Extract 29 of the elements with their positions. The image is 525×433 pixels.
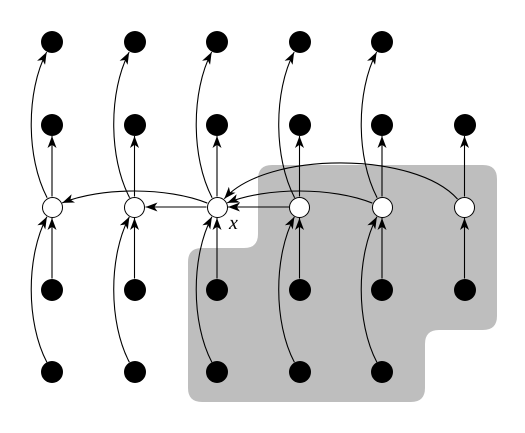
shaded-region: [188, 165, 497, 402]
arrow: [62, 190, 208, 204]
arrow: [278, 216, 295, 362]
arrow: [228, 202, 289, 212]
arrow: [130, 136, 139, 196]
arrow: [295, 136, 304, 196]
arrow: [360, 52, 378, 198]
arrow: [48, 218, 56, 278]
arrow: [113, 52, 130, 198]
arrow: [212, 218, 222, 278]
arrow: [212, 136, 222, 196]
node-label: x: [229, 213, 238, 233]
arrow: [227, 190, 372, 204]
arrow: [48, 136, 56, 196]
arrow: [113, 216, 130, 362]
arrow: [460, 136, 469, 196]
arrow: [278, 52, 296, 198]
arrow: [196, 216, 212, 362]
arrow: [460, 218, 469, 278]
arrow: [378, 218, 386, 278]
arrow: [378, 136, 386, 196]
arrow: [30, 52, 48, 198]
arrow: [146, 202, 206, 212]
arrow: [360, 216, 378, 362]
arrow: [295, 218, 304, 278]
arrow: [130, 218, 139, 278]
arrow: [196, 52, 213, 198]
arrow: [224, 162, 458, 200]
arrow: [30, 216, 48, 362]
